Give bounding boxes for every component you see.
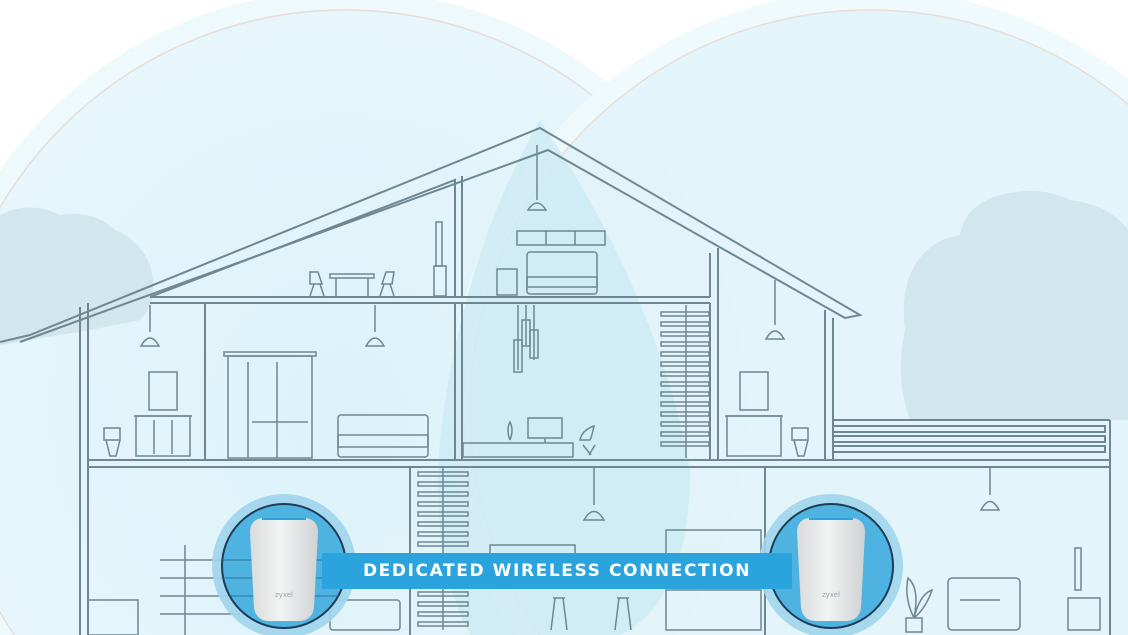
dedicated-wireless-connection-banner: DEDICATED WIRELESS CONNECTION (322, 553, 792, 589)
router-left: zyxel (212, 494, 356, 635)
tree-silhouettes (0, 191, 1128, 420)
svg-text:zyxel: zyxel (275, 591, 293, 599)
pendant-lamps (139, 145, 1001, 521)
furniture (87, 145, 1101, 635)
staircases (417, 305, 710, 630)
house-outline (0, 126, 1111, 635)
satellite-right: zyxel (759, 494, 903, 635)
svg-text:zyxel: zyxel (822, 591, 840, 599)
banner-label: DEDICATED WIRELESS CONNECTION (362, 561, 752, 581)
